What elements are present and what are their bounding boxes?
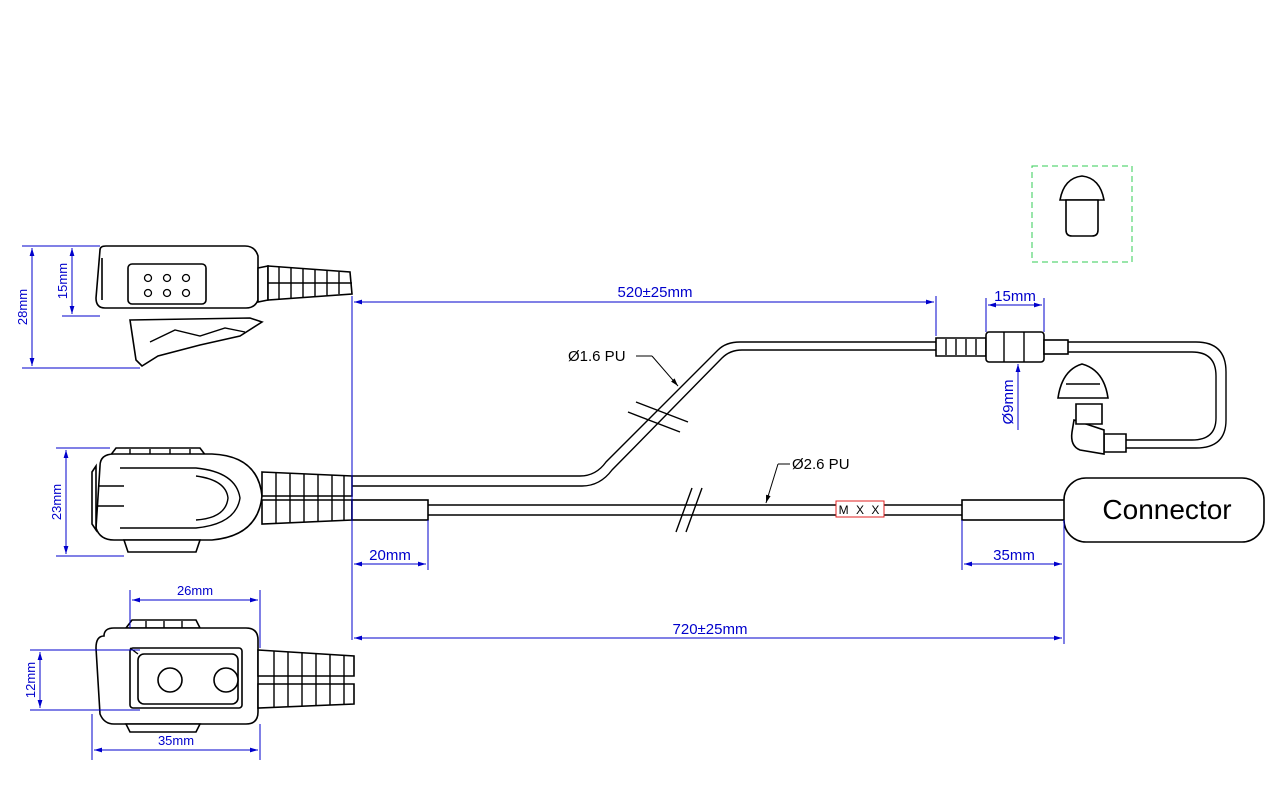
dim-earpiece-length: 15mm — [994, 288, 1036, 305]
dim-earpiece-diameter: Ø9mm — [1000, 380, 1017, 425]
dim-bottom-width-top: 26mm — [177, 583, 213, 598]
front-view-dimensions: 23mm — [49, 447, 124, 557]
earpiece — [935, 331, 1227, 455]
dim-side-height: 28mm — [15, 289, 30, 325]
eartip-detail — [1031, 165, 1133, 263]
side-view-dimensions: 28mm 15mm — [15, 245, 140, 369]
ptt-front-view — [91, 447, 353, 553]
ptt-bottom-view — [95, 619, 355, 733]
cable-callouts: Ø1.6 PU Ø2.6 PU — [568, 348, 850, 504]
dim-front-height: 23mm — [49, 484, 64, 520]
connector: Connector — [1063, 477, 1265, 543]
bottom-view-dimensions: 26mm 12mm 35mm — [23, 583, 261, 760]
dim-sleeve-right: 35mm — [993, 547, 1035, 564]
dim-sleeve-left: 20mm — [369, 547, 411, 564]
cable-marking: M X X — [839, 503, 882, 517]
dim-length-520: 520±25mm — [618, 284, 693, 301]
dim-bottom-height: 12mm — [23, 662, 38, 698]
ptt-side-view — [95, 245, 353, 368]
main-dimensions: 520±25mm 15mm Ø9mm 20mm 35mm 720±25mm — [351, 284, 1065, 644]
thick-cable-label: Ø2.6 PU — [792, 456, 850, 473]
thick-cable: M X X — [351, 487, 1067, 533]
thin-cable-label: Ø1.6 PU — [568, 348, 626, 365]
connector-label: Connector — [1102, 494, 1231, 525]
dim-length-720: 720±25mm — [673, 621, 748, 638]
marking-box — [835, 500, 885, 518]
dim-side-clip-height: 15mm — [55, 263, 70, 299]
dim-bottom-width: 35mm — [158, 733, 194, 748]
thin-cable — [352, 341, 936, 487]
